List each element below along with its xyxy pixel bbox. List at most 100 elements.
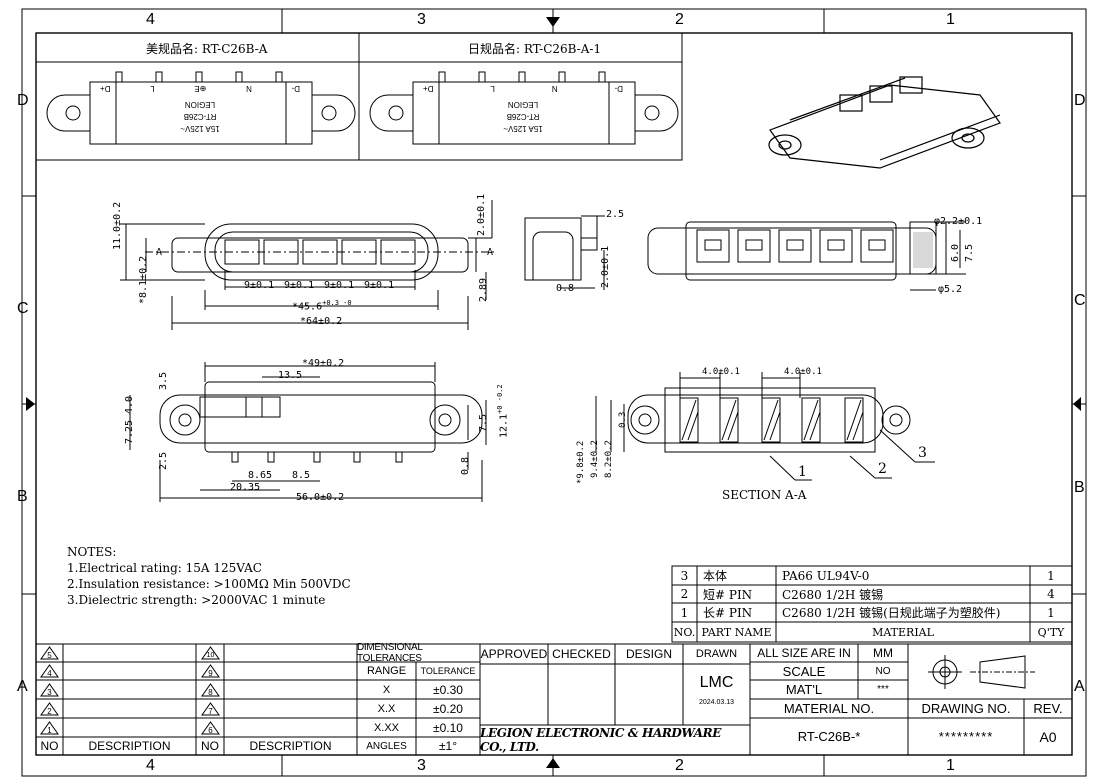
- technical-views: [120, 200, 966, 502]
- rev-header-no: NO: [40, 739, 59, 753]
- approved-label: APPROVED: [480, 647, 548, 661]
- zone-left-d: D: [17, 92, 29, 109]
- zone-right-a: A: [1074, 678, 1085, 695]
- tolerance-value: ±1°: [438, 739, 458, 753]
- drawn-by: LMC: [699, 674, 734, 691]
- dim-side-a: 2.5: [606, 209, 625, 220]
- bom-material: PA66 UL94V-0: [782, 568, 870, 583]
- zone-bottom-2: 2: [675, 757, 684, 774]
- dim-bottom-p3: 20.35: [230, 482, 261, 493]
- notes: NOTES: 1.Electrical rating: 15A 125VAC 2…: [67, 544, 351, 608]
- rev-value: A0: [1039, 728, 1057, 745]
- bom-material: C2680 1/2H 镀锡(日规此端子为塑胶件): [782, 606, 1001, 620]
- drawn-label: DRAWN: [695, 648, 738, 660]
- rev-num: 7: [208, 706, 213, 716]
- us-variant-label: 美规品名: RT-C26B-A: [146, 42, 268, 56]
- dim-bottom-w2: 13.5: [278, 370, 303, 381]
- section-mark-a-left: A: [156, 247, 163, 258]
- zone-left-c: C: [17, 300, 29, 317]
- zone-bottom-1: 1: [946, 757, 955, 774]
- rev-num: 1: [47, 725, 52, 735]
- bom-header-material: MATERIAL: [872, 625, 934, 639]
- bom-no: 2: [680, 587, 689, 601]
- tolerance-title: DIMENSIONAL TOLERANCES: [357, 642, 423, 664]
- dim-overall-width: *64±0.2: [300, 316, 343, 327]
- part-number: RT-C26B-*: [797, 729, 861, 744]
- dim-right-dia: φ5.2: [938, 284, 963, 295]
- bom-qty: 4: [1047, 587, 1055, 601]
- checked-label: CHECKED: [552, 647, 611, 661]
- rev-num: 2: [47, 706, 52, 716]
- tolerance-range: X.XX: [373, 721, 400, 734]
- scale-value: NO: [875, 665, 891, 677]
- dim-pitch-last: 9±0.1: [364, 280, 395, 291]
- drawn-date: 2024.03.13: [698, 698, 735, 706]
- rev-header-no: NO: [201, 739, 219, 753]
- dim-hole: φ2.2±0.1: [934, 216, 983, 227]
- dim-pitch: 9±0.1: [244, 280, 275, 291]
- tolerance-value: ±0.10: [433, 720, 463, 735]
- zone-top-3: 3: [417, 11, 426, 28]
- rev-label: REV.: [1033, 701, 1063, 716]
- dim-side-c: 0.8: [556, 283, 575, 294]
- bom-part-name: 本体: [703, 569, 728, 583]
- dim-bottom-p2: 8.5: [292, 470, 311, 481]
- zone-top-2: 2: [675, 11, 684, 28]
- zone-top-4: 4: [146, 11, 155, 28]
- balloon-3: 3: [918, 445, 927, 461]
- bom-qty: 1: [1047, 605, 1055, 620]
- rev-header-desc: DESCRIPTION: [88, 739, 171, 753]
- bom-no: 3: [680, 568, 689, 583]
- zone-top-1: 1: [946, 11, 955, 28]
- dim-pitch: 9±0.1: [284, 280, 315, 291]
- rev-num: 3: [47, 687, 52, 697]
- rev-num: 6: [208, 725, 213, 735]
- material-no-label: MATERIAL NO.: [783, 701, 875, 716]
- bom-qty: 1: [1047, 568, 1055, 583]
- note-item: 2.Insulation resistance: >100MΩ Min 500V…: [67, 577, 351, 591]
- dim-pitch: 9±0.1: [324, 280, 355, 291]
- tolerance-range-header: RANGE: [366, 665, 407, 677]
- bom-part-name: 长# PIN: [703, 606, 753, 620]
- zone-bottom-3: 3: [417, 757, 426, 774]
- scale-label: SCALE: [782, 663, 826, 679]
- rev-header-desc: DESCRIPTION: [249, 739, 332, 753]
- dim-section-t1: 4.0±0.1: [702, 367, 740, 377]
- tolerance-range: ANGLES: [366, 740, 407, 752]
- tolerance-value: ±0.20: [433, 701, 463, 716]
- design-label: DESIGN: [625, 647, 672, 661]
- tolerance-value: ±0.30: [433, 682, 463, 697]
- matl-label: MAT'L: [785, 682, 823, 697]
- zone-right-b: B: [1074, 479, 1085, 496]
- drawing-no-value: *********: [938, 729, 994, 744]
- dim-section-t2: 4.0±0.1: [784, 367, 822, 377]
- balloon-2: 2: [878, 461, 887, 477]
- bom-material: C2680 1/2H 镀锡: [782, 587, 884, 602]
- section-mark-a-right: A: [487, 247, 494, 258]
- bom-header-no: NO.: [673, 625, 696, 639]
- note-item: 1.Electrical rating: 15A 125VAC: [67, 561, 262, 575]
- rev-num: 5: [47, 650, 52, 660]
- bom-no: 1: [680, 605, 689, 620]
- section-title: SECTION A-A: [722, 488, 807, 502]
- jp-variant-label: 日规品名: RT-C26B-A-1: [468, 42, 602, 56]
- rev-num: 4: [47, 668, 52, 678]
- variant-views: [35, 32, 1001, 169]
- company-name: LEGION ELECTRONIC & HARDWARE CO., LTD.: [480, 726, 721, 754]
- rev-num: 9: [208, 668, 213, 678]
- note-item: 3.Dielectric strength: >2000VAC 1 minute: [67, 593, 326, 607]
- tolerance-range: X.X: [377, 702, 396, 715]
- zone-left-a: A: [17, 678, 28, 695]
- balloon-1: 1: [798, 464, 807, 480]
- matl-value: ***: [877, 684, 889, 695]
- tolerance-tol-header: TOLERANCE: [420, 666, 476, 676]
- zone-bottom-4: 4: [146, 757, 155, 774]
- rev-num: 10: [206, 651, 215, 659]
- rev-num: 8: [208, 687, 213, 697]
- zone-left-b: B: [17, 488, 28, 505]
- bom-part-name: 短# PIN: [703, 587, 753, 602]
- zone-right-d: D: [1074, 92, 1086, 109]
- zone-right-c: C: [1074, 292, 1086, 309]
- all-size-label: ALL SIZE ARE IN: [757, 646, 851, 660]
